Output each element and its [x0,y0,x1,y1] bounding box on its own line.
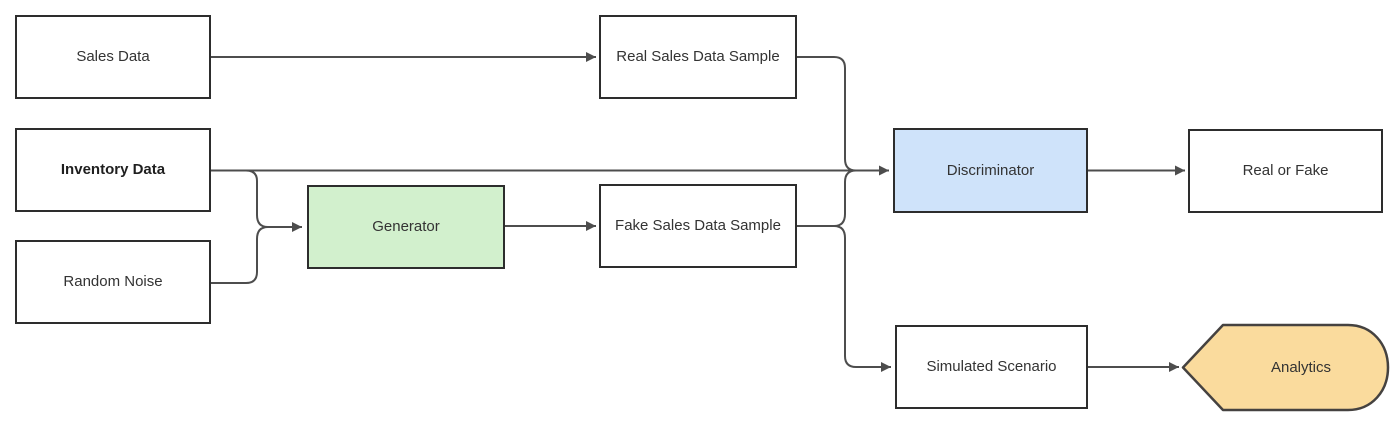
node-label: Generator [372,218,440,235]
node-label: Inventory Data [60,161,166,178]
edge-noise-to-generator [211,226,269,284]
node-label: Analytics [1270,359,1332,376]
node-label: Random Noise [63,273,163,290]
node-label: Sales Data [76,48,150,65]
node-label: Real or Fake [1242,162,1329,179]
node-label: Discriminator [946,161,1035,179]
node-random-noise: Random Noise [15,240,211,324]
edge-fake-sample-to-discriminator [797,169,857,227]
node-real-sales-data-sample: Real Sales Data Sample [599,15,797,99]
node-label: Real Sales Data Sample [616,48,780,65]
node-real-or-fake: Real or Fake [1188,129,1383,213]
node-inventory-data: Inventory Data [15,128,211,212]
node-discriminator: Discriminator [893,128,1088,213]
node-sales-data: Sales Data [15,15,211,99]
node-simulated-scenario: Simulated Scenario [895,325,1088,409]
node-generator: Generator [307,185,505,269]
edge-fake-sample-to-simulated [797,225,891,372]
edge-real-sample-to-discriminator [797,56,857,172]
node-fake-sales-data-sample: Fake Sales Data Sample [599,184,797,268]
node-analytics: Analytics [1214,325,1388,410]
node-label: Fake Sales Data Sample [615,217,781,234]
edge-inventory-to-generator [245,169,302,232]
node-label: Simulated Scenario [926,358,1057,375]
analytics-shape [1181,323,1390,412]
